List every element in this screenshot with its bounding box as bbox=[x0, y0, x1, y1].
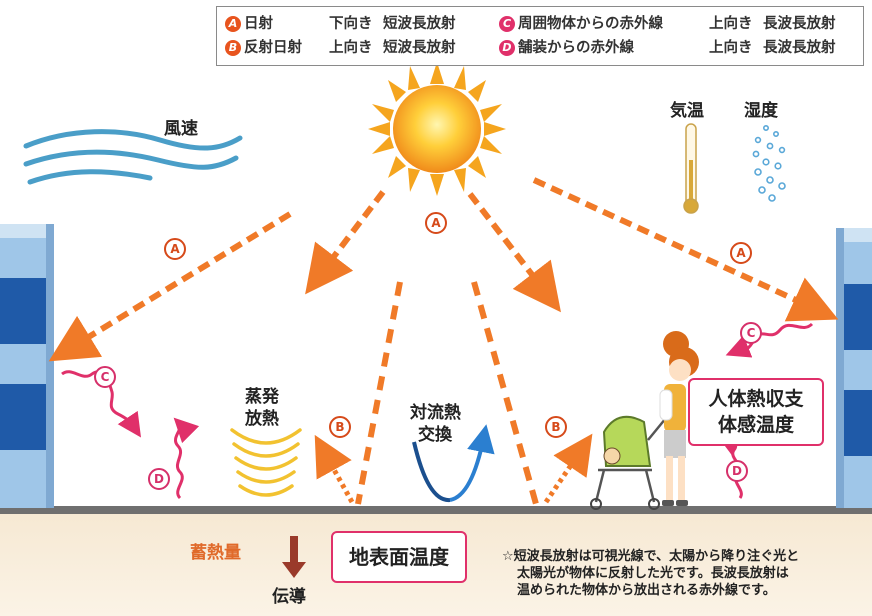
marker-b-right: B bbox=[545, 416, 567, 438]
conduction-arrow bbox=[282, 536, 306, 578]
footnote-line-2: 太陽光が物体に反射した光です。長波長放射は bbox=[517, 566, 789, 581]
legend-direction: 上向き bbox=[709, 16, 753, 32]
marker-b-left: B bbox=[329, 416, 351, 438]
legend-type: 長波長放射 bbox=[763, 16, 836, 32]
perceived-temperature-label: 体感温度 bbox=[717, 414, 794, 436]
stroller-icon bbox=[590, 415, 667, 510]
marker-a-left: A bbox=[164, 238, 186, 260]
right-building bbox=[836, 228, 872, 508]
pavement bbox=[0, 506, 872, 514]
marker-c-icon: C bbox=[499, 16, 515, 32]
sun-icon bbox=[368, 62, 506, 196]
marker-d-right: D bbox=[726, 460, 748, 482]
wind-icon bbox=[23, 129, 243, 185]
marker-a-right: A bbox=[730, 242, 752, 264]
temperature-label: 気温 bbox=[670, 101, 704, 121]
convection-label-2: 交換 bbox=[418, 425, 452, 445]
solar-rays bbox=[48, 177, 839, 362]
heat-storage-label: 蓄熱量 bbox=[190, 543, 241, 563]
wind-label: 風速 bbox=[164, 119, 198, 139]
marker-a-center: A bbox=[425, 212, 447, 234]
legend-type: 短波長放射 bbox=[383, 16, 456, 32]
marker-d-left: D bbox=[148, 468, 170, 490]
legend-direction: 上向き bbox=[709, 40, 753, 56]
marker-c-left: C bbox=[94, 366, 116, 388]
marker-c-right: C bbox=[740, 322, 762, 344]
footnote: ☆短波長放射は可視光線で、太陽から降り注ぐ光と 太陽光が物体に反射した光です。長… bbox=[502, 548, 872, 599]
footnote-line-1: ☆短波長放射は可視光線で、太陽から降り注ぐ光と bbox=[502, 549, 800, 564]
convection-icon bbox=[412, 424, 495, 502]
convection-label-1: 対流熱 bbox=[410, 403, 461, 423]
human-heat-balance-label: 人体熱収支 bbox=[708, 388, 804, 410]
evaporation-label-2: 放熱 bbox=[245, 409, 279, 429]
conduction-label: 伝導 bbox=[272, 587, 306, 607]
legend-direction: 上向き bbox=[329, 40, 373, 56]
evaporation-label-1: 蒸発 bbox=[245, 387, 279, 407]
evaporation-icon bbox=[230, 428, 302, 497]
legend-direction: 下向き bbox=[329, 16, 373, 32]
marker-d-icon: D bbox=[499, 40, 515, 56]
reflected-rays bbox=[314, 433, 593, 504]
footnote-line-3: 温められた物体から放出される赤外線です。 bbox=[517, 583, 776, 598]
thermometer-icon bbox=[683, 123, 699, 214]
left-building bbox=[0, 224, 54, 508]
solar-rays-ground bbox=[355, 281, 539, 505]
surface-temperature-box: 地表面温度 bbox=[331, 531, 467, 583]
marker-b-icon: B bbox=[225, 40, 241, 56]
humidity-icon bbox=[752, 125, 786, 202]
human-heat-balance-box: 人体熱収支 体感温度 bbox=[688, 378, 824, 446]
legend-type: 短波長放射 bbox=[383, 40, 456, 56]
legend-type: 長波長放射 bbox=[763, 40, 836, 56]
humidity-label: 湿度 bbox=[744, 101, 778, 121]
marker-a-icon: A bbox=[225, 16, 241, 32]
person-icon bbox=[659, 331, 699, 506]
